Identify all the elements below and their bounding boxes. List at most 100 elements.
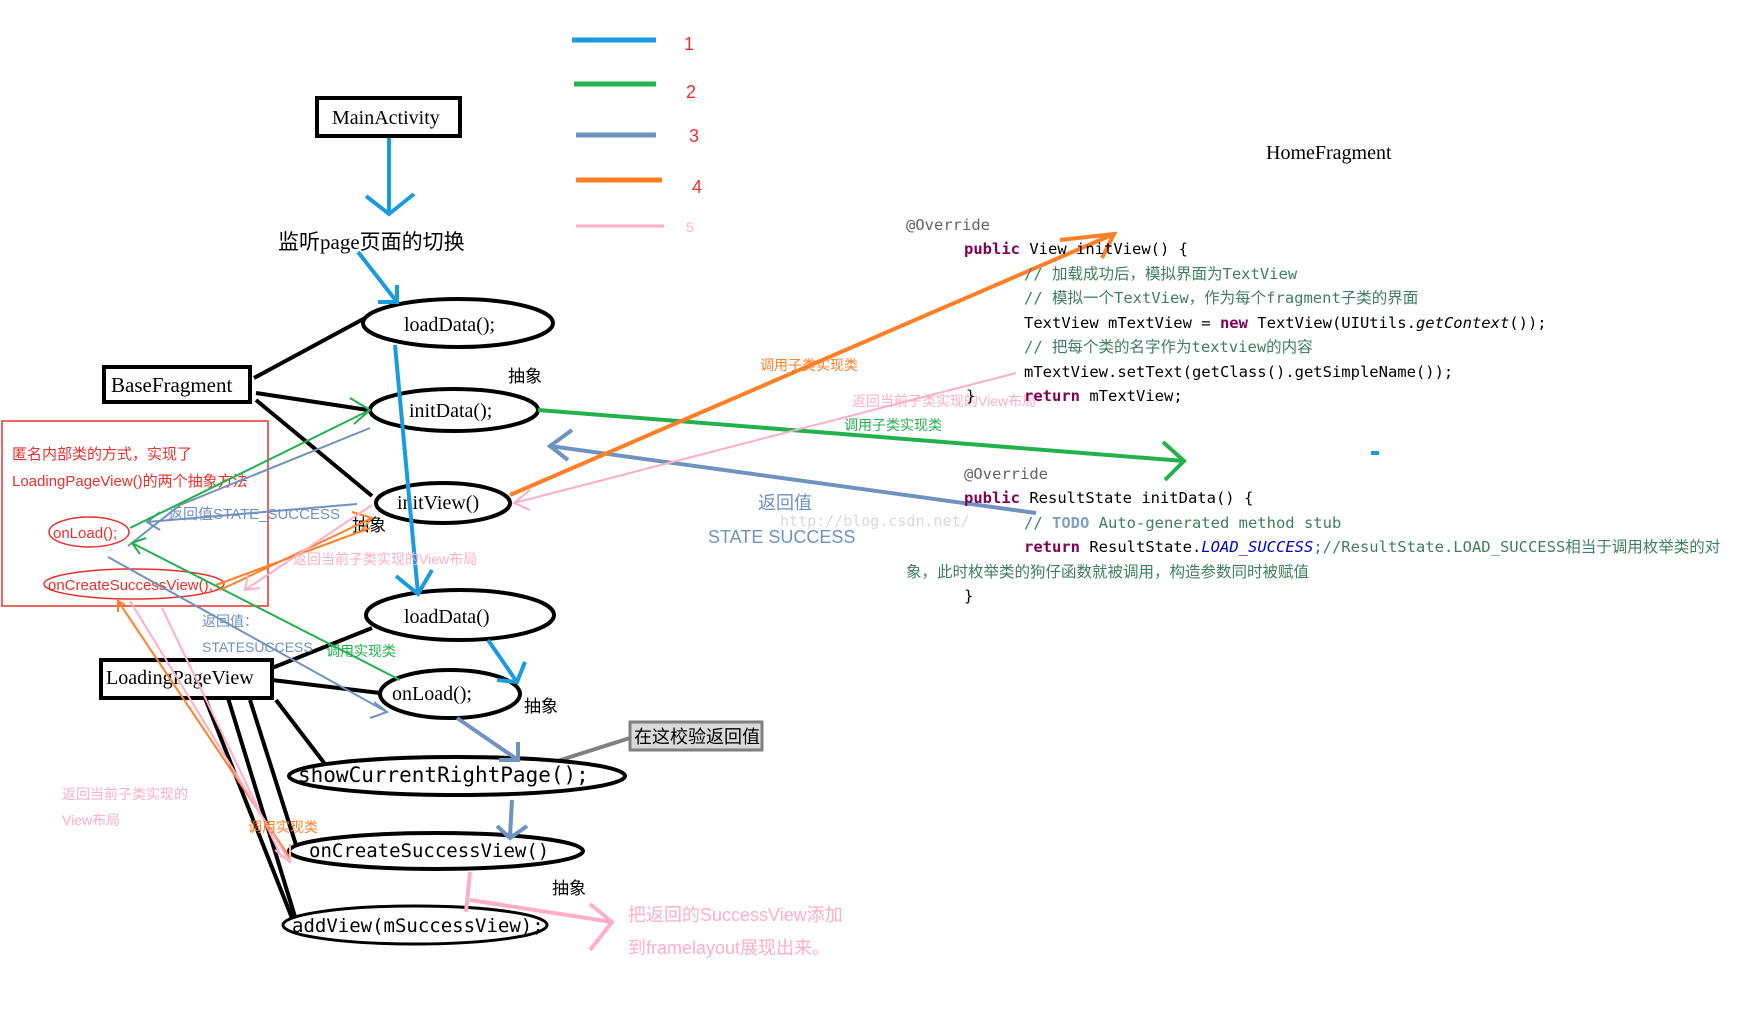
initview-label: initView() <box>397 492 479 514</box>
code-initview: @Override public View initView() { // 加载成功… <box>906 188 1547 433</box>
return-layout-label-2a: 返回当前子类实现的 <box>62 786 188 802</box>
code-text: TextView(UIUtils. <box>1247 313 1416 332</box>
code-kw-new: new <box>1219 313 1248 332</box>
loaddata-label-1: loadData(); <box>404 314 495 336</box>
oncreate-success-label: onCreateSuccessView() <box>309 840 549 862</box>
code-enum: LOAD_SUCCESS <box>1201 538 1314 556</box>
add-to-frame-line1: 把返回的SuccessView添加 <box>628 905 843 925</box>
code-close-brace-2: } <box>964 587 974 605</box>
add-to-frame-line2: 到framelayout展现出来。 <box>628 938 830 958</box>
return-value-big-label: 返回值 <box>758 493 812 513</box>
legend-label-4: 4 <box>692 177 702 197</box>
code-kw-return: return <box>1024 538 1080 556</box>
call-subclass-label-1: 调用子类实现类 <box>760 357 858 373</box>
check-return-box <box>628 720 764 752</box>
return-layout-label-3: 返回当前子类实现的View布局 <box>852 393 1036 409</box>
code-text: ResultState. <box>1080 538 1202 556</box>
watermark: http://blog.csdn.net/ <box>780 512 970 530</box>
loaddata-node-1 <box>361 297 555 349</box>
show-current-node <box>287 755 627 797</box>
code-line-return-state: return ResultState.LOAD_SUCCESS;//Result… <box>1024 535 1720 560</box>
show-current-label: showCurrentRightPage(); <box>298 763 589 787</box>
base-fragment-box <box>102 365 252 404</box>
code-todo: TODO <box>1052 513 1090 532</box>
flow-pink <box>129 372 1017 865</box>
return-state-success-label: 返回值STATE_SUCCESS <box>168 506 340 523</box>
listen-page-label: 监听page页面的切换 <box>278 230 465 254</box>
abstract-label-oncreate: 抽象 <box>552 879 586 898</box>
code-kw-public: public <box>964 489 1020 507</box>
flow-orange <box>509 231 1118 497</box>
legend-label-3: 3 <box>689 126 699 146</box>
code-override-1: @Override <box>906 215 990 234</box>
return-value-label: 返回值： <box>202 613 258 629</box>
initdata-label: initData(); <box>409 400 492 422</box>
call-impl-label-2: 调用实现类 <box>248 819 318 835</box>
anon-note-line1: 匿名内部类的方式，实现了 <box>12 446 192 463</box>
flow-blue <box>356 138 527 685</box>
flow-green <box>537 408 1187 482</box>
code-comment-inline: ;//ResultState.LOAD_SUCCESS相当于调用枚举类的对 <box>1313 538 1721 556</box>
blue-dot <box>1371 451 1379 455</box>
flow-steelblue-thin <box>107 427 390 719</box>
legend-label-1: 1 <box>684 34 694 54</box>
check-return-label: 在这校验返回值 <box>634 727 760 747</box>
home-fragment-title: HomeFragment <box>1266 142 1392 164</box>
flow-steelblue <box>455 428 1037 841</box>
code-kw-return: return <box>1024 387 1080 405</box>
main-activity-box <box>315 96 462 138</box>
code-comment-3: // 把每个类的名字作为textview的内容 <box>1024 338 1313 356</box>
return-layout-label-2b: View布局 <box>62 812 120 828</box>
code-comment-1: // 加载成功后，模拟界面为TextView <box>1024 264 1298 283</box>
code-italic: getContext <box>1415 313 1510 332</box>
code-line-return: return mTextView; <box>1024 384 1547 409</box>
flow-pink-thick <box>464 871 615 952</box>
addview-node <box>281 904 549 946</box>
call-subclass-label-2: 调用子类实现类 <box>844 417 942 433</box>
abstract-label-onload: 抽象 <box>524 697 558 716</box>
code-text: TextView mTextView = <box>1024 313 1220 332</box>
left-oncreate-node <box>43 568 225 600</box>
code-initdata: @Override public ResultState initData() {… <box>906 437 1720 633</box>
code-line-new-textview: TextView mTextView = new TextView(UIUtil… <box>1024 311 1547 336</box>
code-line-signature: public View initView() { <box>964 237 1547 262</box>
return-layout-label-1: 返回当前子类实现的View布局 <box>293 551 477 567</box>
addview-label: addView(mSuccessView); <box>292 915 544 937</box>
loading-page-view-label: LoadingPageView <box>106 667 254 689</box>
code-close-brace-1: } <box>966 387 976 405</box>
abstract-label-initdata: 抽象 <box>508 367 542 386</box>
code-comment-continued: 象，此时枚举类的狗仔函数就被调用，构造参数同时被赋值 <box>906 562 1310 581</box>
loaddata-label-2: loadData() <box>404 606 490 628</box>
code-kw-public: public <box>964 240 1020 258</box>
onload-node <box>378 668 522 720</box>
code-text: // <box>1024 513 1052 532</box>
state-success-big-label: STATE SUCCESS <box>708 527 855 547</box>
code-line-initdata-signature: public ResultState initData() { <box>964 486 1720 511</box>
legend: 1 2 3 4 5 <box>572 34 702 235</box>
call-impl-label: 调用实现类 <box>326 643 396 659</box>
code-line-settext: mTextView.setText(getClass().getSimpleNa… <box>1024 362 1454 381</box>
loaddata-node-2 <box>364 588 556 642</box>
anon-note-line2: LoadingPageView()的两个抽象方法 <box>12 473 248 490</box>
main-activity-label: MainActivity <box>332 107 440 129</box>
flow-green-thin <box>129 397 401 681</box>
state-success-short-label: STATESUCCESS <box>202 639 313 655</box>
code-text: ResultState initData() { <box>1020 489 1254 507</box>
legend-label-2: 2 <box>686 82 696 102</box>
connectors <box>203 315 381 921</box>
code-text: ()); <box>1509 313 1547 332</box>
onload-label: onLoad(); <box>392 683 472 705</box>
legend-label-5: 5 <box>686 219 694 235</box>
left-onload-node <box>48 516 130 548</box>
code-comment-todo: // TODO Auto-generated method stub <box>1024 511 1720 536</box>
code-comment-2: // 模拟一个TextView，作为每个fragment子类的界面 <box>1024 289 1419 307</box>
base-fragment-label: BaseFragment <box>111 373 232 397</box>
code-text: Auto-generated method stub <box>1089 513 1342 532</box>
left-oncreate-label: onCreateSuccessView(); <box>48 577 213 594</box>
code-override-2: @Override <box>964 464 1048 483</box>
left-onload-label: onLoad(); <box>53 525 117 542</box>
code-text: mTextView; <box>1080 387 1183 405</box>
anonymous-class-box <box>1 420 269 607</box>
code-text: View initView() { <box>1020 240 1188 258</box>
